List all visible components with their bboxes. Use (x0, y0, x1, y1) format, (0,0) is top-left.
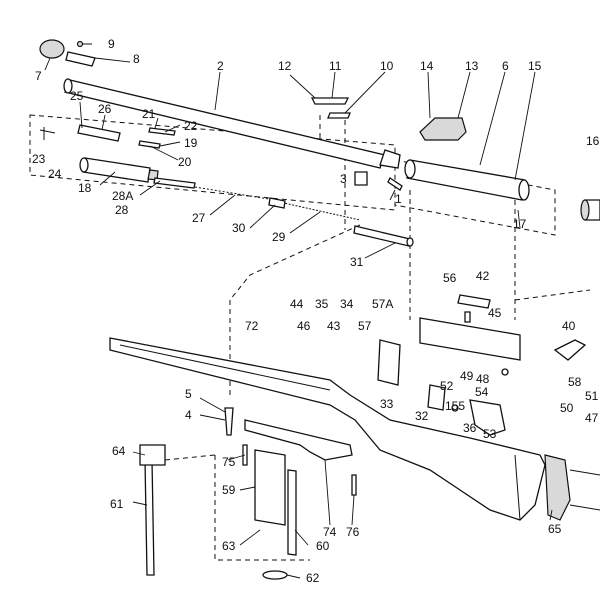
label-part-24: 24 (48, 167, 62, 181)
label-part-42: 42 (476, 269, 490, 283)
magazine-part (254, 449, 297, 556)
label-part-21: 21 (142, 107, 156, 121)
label-part-18: 18 (78, 181, 92, 195)
label-part-27: 27 (192, 211, 206, 225)
trigger-guard-part (244, 419, 353, 461)
label-part-75: 75 (222, 455, 236, 469)
part-labels: 9 8 7 2 12 11 10 14 13 6 15 16 25 26 21 … (32, 37, 600, 585)
label-part-19: 19 (184, 136, 198, 150)
label-part-6: 6 (502, 59, 509, 73)
part-62 (262, 570, 288, 580)
label-part-23: 23 (32, 152, 46, 166)
lever-part (553, 339, 587, 361)
label-part-5: 5 (185, 387, 192, 401)
trigger-parts (377, 339, 509, 436)
end-cap-part (39, 39, 96, 67)
trigger-housing-part (419, 294, 521, 361)
rod-61-part (139, 444, 166, 576)
label-part-40: 40 (562, 319, 576, 333)
label-part-13: 13 (465, 59, 479, 73)
guide-rod-part (353, 225, 414, 247)
label-part-14: 14 (420, 59, 434, 73)
label-part-44: 44 (290, 297, 304, 311)
label-part-57: 57 (358, 319, 372, 333)
label-part-4: 4 (185, 408, 192, 422)
label-part-76: 76 (346, 525, 360, 539)
label-part-155: 155 (445, 399, 465, 413)
label-part-17: 17 (513, 217, 527, 231)
label-part-54: 54 (475, 385, 489, 399)
label-part-52: 52 (440, 379, 454, 393)
sight-part (310, 97, 351, 119)
leader-lines (44, 57, 553, 579)
muzzle-part (580, 199, 600, 221)
rail-part (39, 124, 121, 142)
label-part-62: 62 (306, 571, 320, 585)
label-part-2: 2 (217, 59, 224, 73)
label-part-49: 49 (460, 369, 474, 383)
mainframe-dashed-lines (164, 115, 591, 561)
label-part-9: 9 (108, 37, 115, 51)
label-part-64: 64 (112, 444, 126, 458)
label-part-25: 25 (70, 89, 84, 103)
label-part-29: 29 (272, 230, 286, 244)
label-part-50: 50 (560, 401, 574, 415)
label-part-57a: 57A (372, 297, 393, 311)
screw-parts (224, 407, 357, 496)
label-part-36: 36 (463, 421, 477, 435)
label-part-53: 53 (483, 427, 497, 441)
label-part-46: 46 (297, 319, 311, 333)
butt-plate-part (544, 454, 600, 521)
label-part-22: 22 (184, 119, 198, 133)
label-part-61: 61 (110, 497, 124, 511)
label-part-45: 45 (488, 306, 502, 320)
label-part-72: 72 (245, 319, 259, 333)
label-part-31: 31 (350, 255, 364, 269)
label-part-51: 51 (585, 389, 599, 403)
label-part-16: 16 (586, 134, 600, 148)
label-part-30: 30 (232, 221, 246, 235)
label-part-34: 34 (340, 297, 354, 311)
bracket-part (419, 117, 467, 141)
label-part-48: 48 (476, 372, 490, 386)
label-part-60: 60 (316, 539, 330, 553)
label-part-28a: 28A (112, 189, 133, 203)
pin-parts (138, 127, 176, 149)
label-part-11: 11 (329, 59, 342, 73)
stock-part (109, 337, 546, 521)
label-part-28: 28 (115, 203, 129, 217)
barrel-part (404, 159, 530, 201)
label-part-7: 7 (35, 69, 42, 83)
piston-part (79, 157, 159, 183)
label-part-3: 3 (340, 172, 347, 186)
spring-part (194, 186, 361, 221)
label-part-65: 65 (548, 522, 562, 536)
label-part-32: 32 (415, 409, 429, 423)
label-part-26: 26 (98, 102, 112, 116)
label-part-56: 56 (443, 271, 457, 285)
label-part-59: 59 (222, 483, 236, 497)
label-part-43: 43 (327, 319, 341, 333)
label-part-12: 12 (278, 59, 292, 73)
small-block-part (354, 171, 403, 191)
label-part-35: 35 (315, 297, 329, 311)
label-part-15: 15 (528, 59, 542, 73)
label-part-10: 10 (380, 59, 394, 73)
receiver-tube-part (63, 78, 401, 169)
label-part-47: 47 (585, 411, 599, 425)
rod-part (153, 177, 196, 189)
label-part-20: 20 (178, 155, 192, 169)
label-part-63: 63 (222, 539, 236, 553)
label-part-58: 58 (568, 375, 582, 389)
label-part-33: 33 (380, 397, 394, 411)
label-part-1: 1 (395, 192, 402, 206)
label-part-74: 74 (323, 525, 337, 539)
label-part-8: 8 (133, 52, 140, 66)
